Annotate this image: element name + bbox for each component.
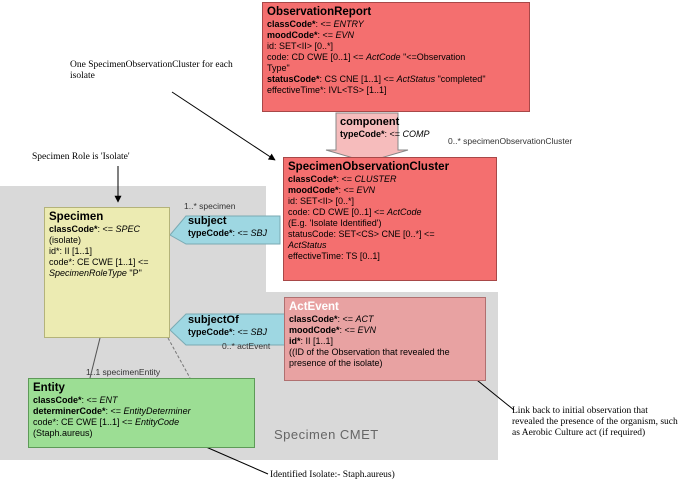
attribute-line: SpecimenRoleType "P" [49, 268, 142, 278]
specimen-observation-cluster-class: SpecimenObservationCluster classCode*: <… [283, 157, 497, 281]
subject-association: subject typeCode*: <= SBJ [188, 215, 268, 238]
attribute-line: code: CD CWE [0..1] <= ActCode [288, 207, 422, 217]
attribute-line: (Staph.aureus) [33, 428, 93, 438]
subject-of-typecode-label: typeCode* [188, 327, 233, 337]
attribute-line: code*: CE CWE [1..1] <= [49, 257, 149, 267]
attribute-line: code: CD CWE [0..1] <= ActCode "<=Observ… [267, 52, 466, 62]
component-arrow [325, 112, 409, 163]
specimen-entity-line [89, 337, 101, 379]
component-title: component [340, 116, 400, 128]
component-typecode-label: typeCode* [340, 129, 385, 139]
note-specimen-role: Specimen Role is 'Isolate' [32, 152, 130, 162]
attribute-line: effectiveTime: TS [0..1] [288, 251, 380, 261]
component-cardinality: 0..* specimenObservationCluster [448, 136, 573, 146]
attribute-line: id: SET<II> [0..*] [267, 41, 334, 51]
specimen-class: Specimen classCode*: <= SPEC(isolate)id*… [44, 207, 170, 338]
attribute-line: moodCode*: <= EVN [267, 30, 355, 40]
attribute-line: id*: II [1..1] [49, 246, 93, 256]
subject-of-cardinality: 0..* actEvent [222, 341, 271, 351]
note-link-back: Link back to initial observation that re… [512, 406, 678, 438]
subject-typecode-value: SBJ [250, 228, 268, 238]
attribute-line: ((ID of the Observation that revealed th… [289, 347, 450, 357]
attribute-line: moodCode*: <= EVN [288, 185, 376, 195]
entity-title: Entity [33, 382, 65, 394]
attribute-line: id*: II [1..1] [289, 336, 334, 346]
attribute-line: presence of the isolate) [289, 358, 383, 368]
act-event-title: ActEvent [289, 301, 339, 313]
cmet-label: Specimen CMET [274, 427, 379, 442]
attribute-line: classCode*: <= CLUSTER [288, 174, 397, 184]
entity-link-label: 1..1 specimenEntity [86, 367, 161, 377]
subject-of-typecode-value: SBJ [250, 327, 268, 337]
subject-typecode-label: typeCode* [188, 228, 233, 238]
specimen-entity-dashed-line [167, 337, 191, 379]
attribute-line: code*: CE CWE [1..1] <= EntityCode [33, 417, 180, 427]
observation-report-title: ObservationReport [267, 6, 372, 18]
component-typecode-value: COMP [402, 129, 430, 139]
subject-arrow [169, 215, 281, 245]
specimen-title: Specimen [49, 211, 104, 223]
component-association: component typeCode*: <= COMP [340, 116, 430, 139]
attribute-line: ActStatus [288, 240, 327, 250]
attribute-line: determinerCode*: <= EntityDeterminer [33, 406, 191, 416]
attribute-line: Type" [267, 63, 290, 73]
specimen-observation-cluster-title: SpecimenObservationCluster [288, 161, 450, 173]
specimen-attributes: classCode*: <= SPEC(isolate)id*: II [1..… [49, 224, 165, 279]
attribute-line: (E.g. 'Isolate Identified') [288, 218, 382, 228]
attribute-line: statusCode: SET<CS> CNE [0..*] <= [288, 229, 435, 239]
note-one-cluster: One SpecimenObservationCluster for each … [70, 60, 233, 81]
subject-cardinality: 1..* specimen [184, 201, 236, 211]
attribute-line: classCode*: <= ENTRY [267, 19, 364, 29]
attribute-line: classCode*: <= ACT [289, 314, 374, 324]
attribute-line: moodCode*: <= EVN [289, 325, 377, 335]
subject-title: subject [188, 215, 227, 227]
note-identified-isolate: Identified Isolate:- Staph.aureus) [270, 470, 395, 480]
attribute-line: classCode*: <= ENT [33, 395, 118, 405]
pointer-one-cluster [171, 91, 276, 161]
subject-of-association: subjectOf typeCode*: <= SBJ [188, 314, 268, 337]
attribute-line: classCode*: <= SPEC [49, 224, 141, 234]
attribute-line: (isolate) [49, 235, 82, 245]
attribute-line: statusCode*: CS CNE [1..1] <= ActStatus … [267, 74, 486, 84]
subject-of-title: subjectOf [188, 314, 239, 326]
attribute-line: id: SET<II> [0..*] [288, 196, 355, 206]
attribute-line: effectiveTime*: IVL<TS> [1..1] [267, 85, 387, 95]
